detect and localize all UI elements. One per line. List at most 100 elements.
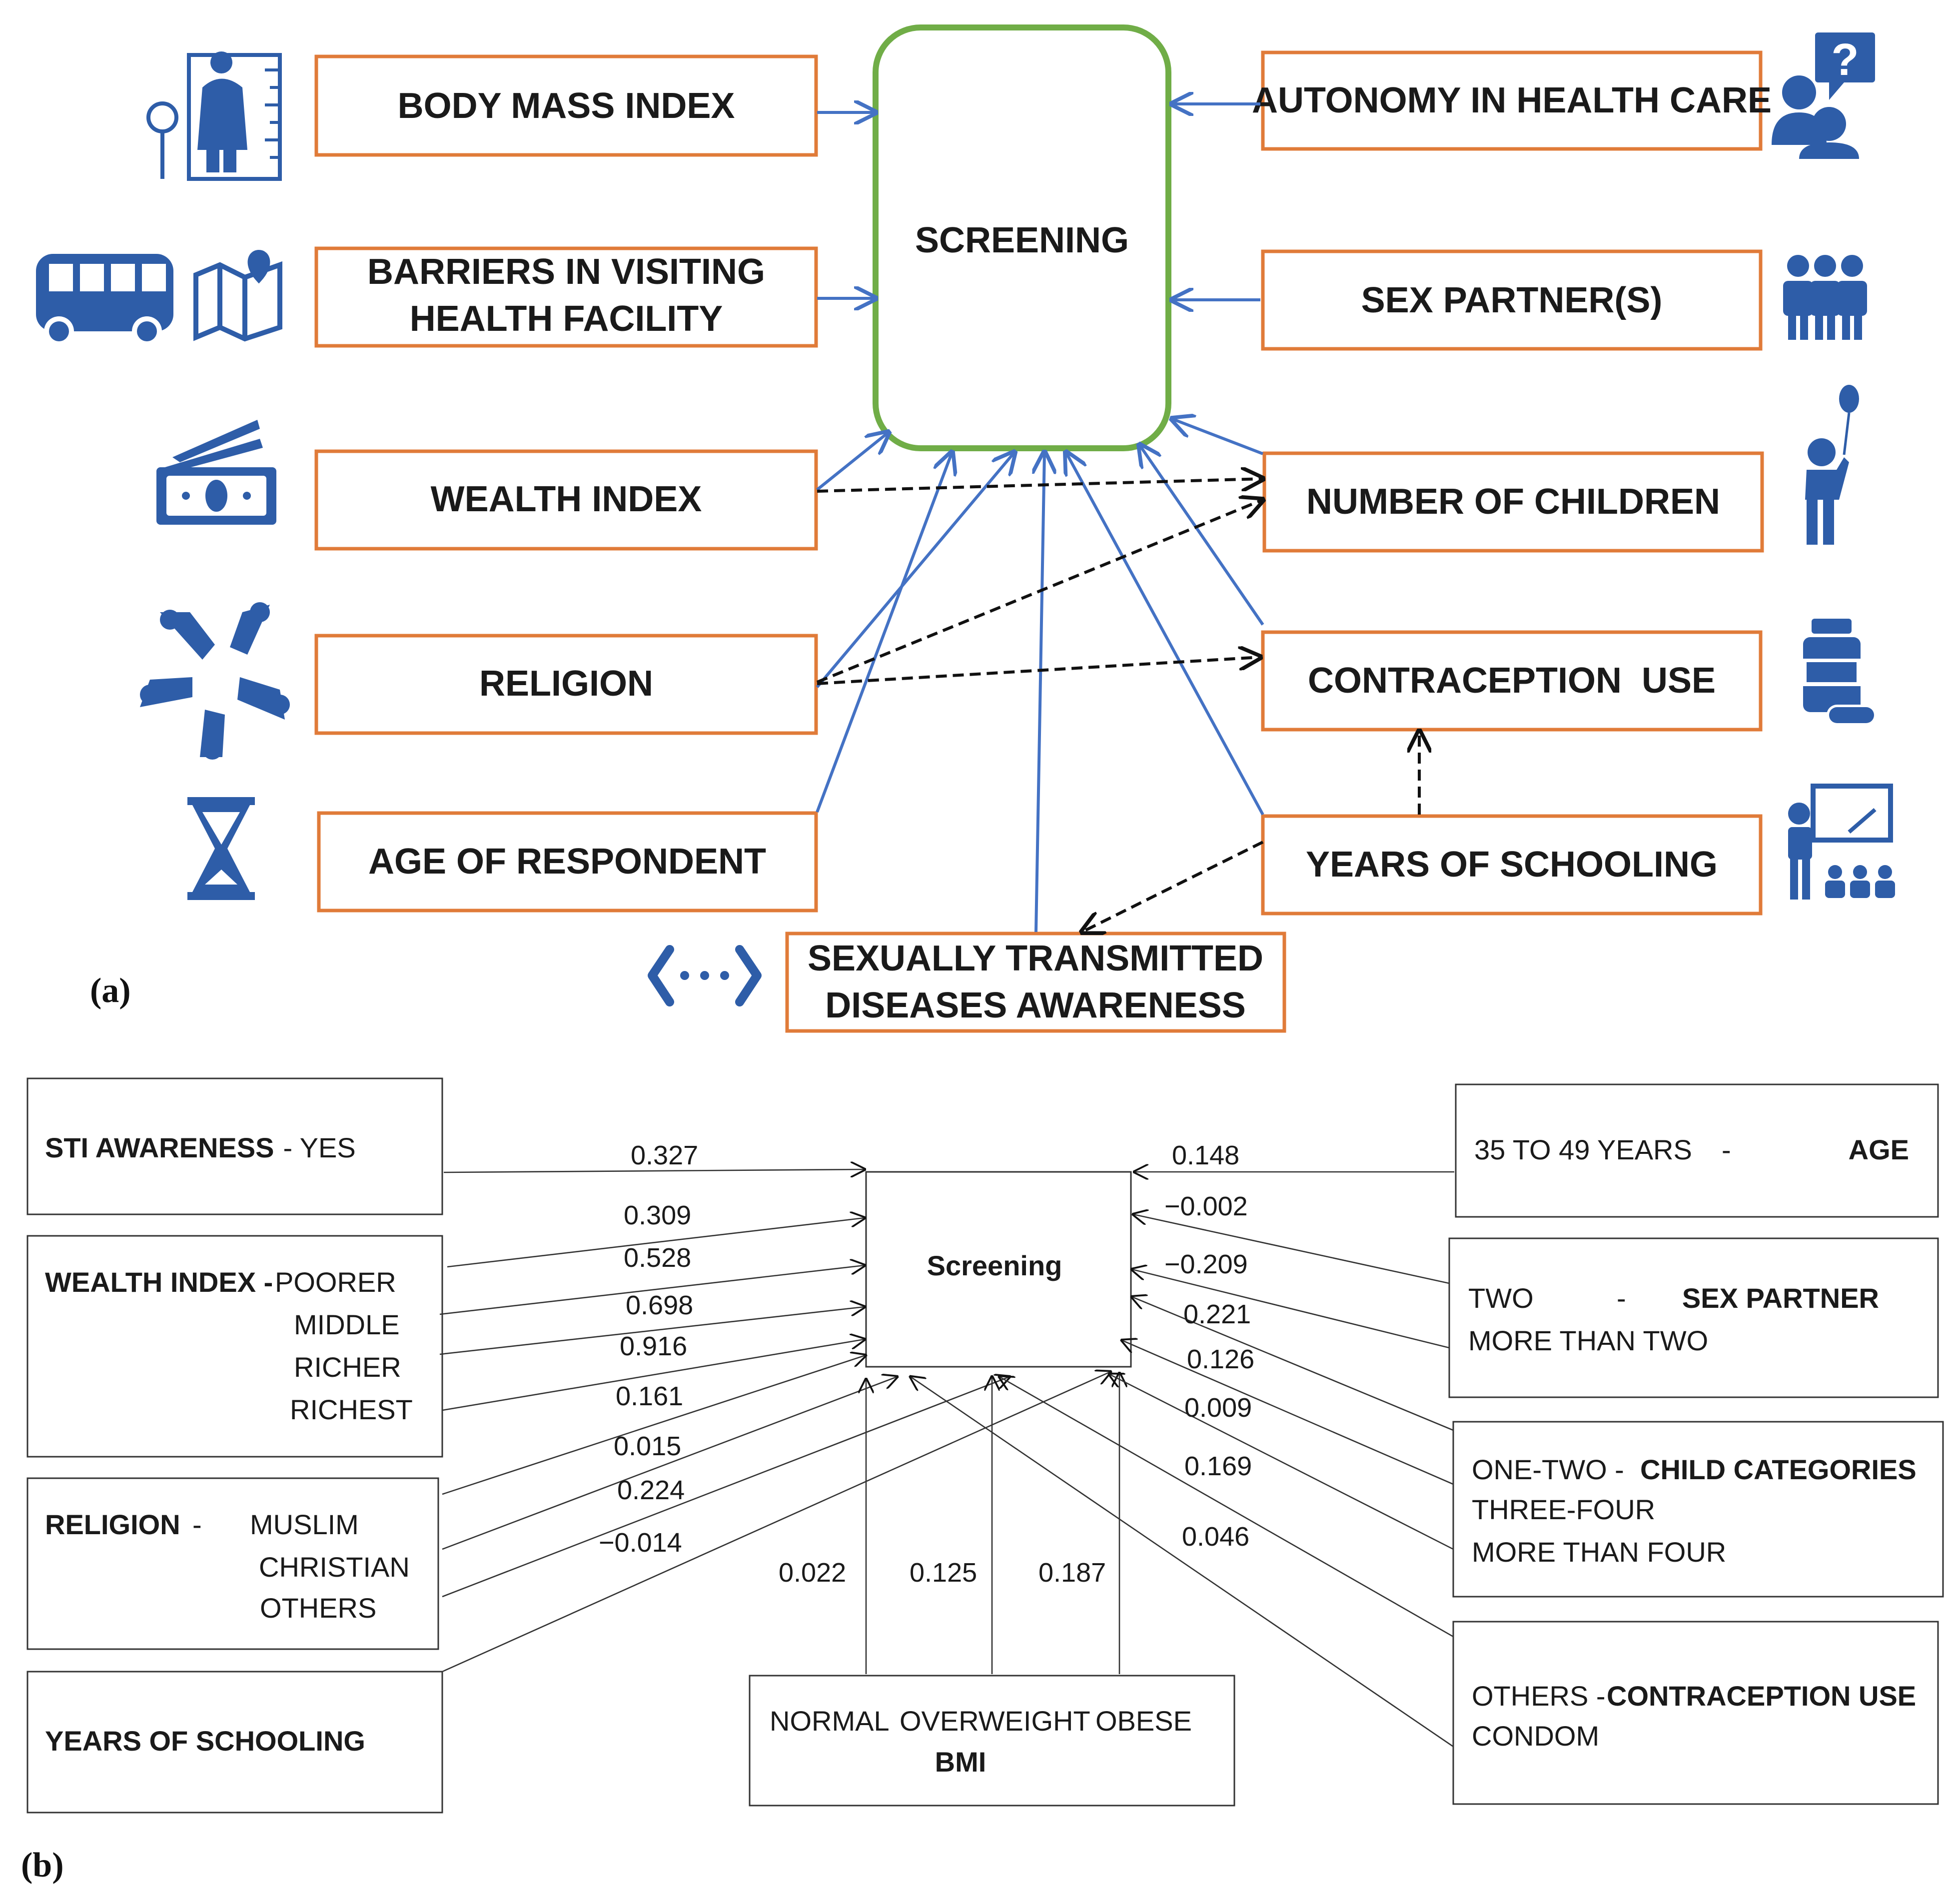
svg-text:-: - xyxy=(1617,1282,1626,1314)
question-people-icon: ? xyxy=(1772,32,1875,159)
svg-text:OTHERS: OTHERS xyxy=(260,1592,376,1624)
svg-text:CONDOM: CONDOM xyxy=(1472,1720,1599,1752)
svg-text:0.126: 0.126 xyxy=(1187,1344,1254,1374)
svg-text:TWO: TWO xyxy=(1468,1282,1534,1314)
b-arrows xyxy=(439,1169,1454,1748)
svg-text:CHILD CATEGORIES: CHILD CATEGORIES xyxy=(1640,1454,1917,1485)
svg-text:0.148: 0.148 xyxy=(1172,1140,1239,1170)
svg-text:0.528: 0.528 xyxy=(624,1243,691,1273)
box-wealth: WEALTH INDEX xyxy=(314,449,818,551)
svg-text:RICHER: RICHER xyxy=(294,1351,401,1383)
svg-text:0.125: 0.125 xyxy=(910,1558,977,1588)
svg-text:−0.014: −0.014 xyxy=(599,1528,682,1558)
svg-text:AGE: AGE xyxy=(1849,1134,1909,1165)
svg-text:SEX PARTNER(S): SEX PARTNER(S) xyxy=(1361,280,1663,320)
box-bmi: BODY MASS INDEX xyxy=(314,54,818,157)
svg-text:0.169: 0.169 xyxy=(1184,1451,1252,1481)
panel-a: SCREENING BODY MASS INDEX BARRIERS IN VI… xyxy=(36,24,1895,1033)
hands-icon xyxy=(140,602,290,760)
svg-text:MORE THAN TWO: MORE THAN TWO xyxy=(1468,1325,1708,1356)
svg-text:NORMAL: NORMAL xyxy=(770,1705,890,1737)
svg-text:OTHERS -: OTHERS - xyxy=(1472,1680,1606,1712)
svg-text:0.221: 0.221 xyxy=(1183,1299,1251,1329)
panel-a-label: (a) xyxy=(90,971,131,1010)
svg-text:NUMBER OF CHILDREN: NUMBER OF CHILDREN xyxy=(1306,482,1720,522)
svg-text:SEXUALLY TRANSMITTED: SEXUALLY TRANSMITTED xyxy=(808,939,1263,978)
solid-arrows xyxy=(816,104,1264,933)
map-pin-icon xyxy=(193,249,282,342)
body-scale-icon xyxy=(146,51,282,181)
center-screening-label: SCREENING xyxy=(915,220,1129,260)
b-box-wealth: WEALTH INDEX - POORER MIDDLE RICHER RICH… xyxy=(26,1235,443,1458)
svg-text:0.015: 0.015 xyxy=(614,1431,681,1461)
svg-text:0.327: 0.327 xyxy=(631,1140,698,1170)
child-balloon-icon xyxy=(1805,385,1859,545)
svg-text:0.698: 0.698 xyxy=(626,1290,693,1320)
box-autonomy: AUTONOMY IN HEALTH CARE xyxy=(1252,50,1772,151)
pill-bottle-icon xyxy=(1803,619,1877,726)
svg-text:POORER: POORER xyxy=(275,1266,396,1298)
panel-b-label: (b) xyxy=(21,1846,64,1885)
svg-text:35 TO 49 YEARS: 35 TO 49 YEARS xyxy=(1474,1134,1692,1165)
box-barriers: BARRIERS IN VISITING HEALTH FACILITY xyxy=(314,246,818,348)
svg-text:-: - xyxy=(192,1509,202,1540)
svg-text:THREE-FOUR: THREE-FOUR xyxy=(1472,1494,1655,1525)
b-box-age: 35 TO 49 YEARS - AGE xyxy=(1455,1083,1939,1218)
svg-text:−0.002: −0.002 xyxy=(1164,1191,1248,1221)
svg-text:AGE OF RESPONDENT: AGE OF RESPONDENT xyxy=(368,842,766,882)
network-icon xyxy=(648,945,762,1006)
b-center-label: Screening xyxy=(927,1250,1062,1281)
svg-text:DISEASES AWARENESS: DISEASES AWARENESS xyxy=(825,985,1246,1025)
b-center-box xyxy=(865,1171,1132,1368)
b-box-children: ONE-TWO - CHILD CATEGORIES THREE-FOUR MO… xyxy=(1452,1421,1944,1598)
svg-text:0.161: 0.161 xyxy=(616,1381,683,1411)
svg-text:STI AWARENESS- YES: STI AWARENESS- YES xyxy=(45,1132,356,1163)
b-box-schooling: YEARS OF SCHOOLING xyxy=(26,1671,443,1814)
b-coefficients: 0.327 0.309 0.528 0.698 0.916 0.161 0.01… xyxy=(599,1140,1254,1588)
svg-text:MIDDLE: MIDDLE xyxy=(294,1309,400,1340)
svg-text:CHRISTIAN: CHRISTIAN xyxy=(259,1551,410,1583)
svg-text:OVERWEIGHT: OVERWEIGHT xyxy=(900,1705,1090,1737)
svg-text:0.187: 0.187 xyxy=(1038,1558,1106,1588)
box-partners: SEX PARTNER(S) xyxy=(1261,249,1763,351)
box-age: AGE OF RESPONDENT xyxy=(317,811,818,913)
svg-text:0.046: 0.046 xyxy=(1182,1522,1249,1552)
svg-text:?: ? xyxy=(1832,35,1859,85)
svg-text:RELIGION: RELIGION xyxy=(45,1509,180,1540)
group-icon xyxy=(1783,255,1867,340)
svg-text:MORE THAN FOUR: MORE THAN FOUR xyxy=(1472,1536,1726,1568)
svg-text:0.309: 0.309 xyxy=(624,1200,691,1230)
box-schooling: YEARS OF SCHOOLING xyxy=(1261,814,1763,916)
svg-text:CONTRACEPTION USE: CONTRACEPTION USE xyxy=(1607,1680,1916,1712)
svg-text:RICHEST: RICHEST xyxy=(290,1394,413,1425)
panel-b: Screening STI AWARENESS- YES WEALTH INDE… xyxy=(21,1077,1944,1885)
svg-text:WEALTH INDEX: WEALTH INDEX xyxy=(431,479,702,519)
svg-text:CONTRACEPTION USE: CONTRACEPTION USE xyxy=(1308,661,1716,701)
svg-text:BODY MASS INDEX: BODY MASS INDEX xyxy=(398,86,735,126)
svg-text:YEARS OF SCHOOLING: YEARS OF SCHOOLING xyxy=(45,1725,365,1757)
b-box-bmi: NORMAL OVERWEIGHT OBESE BMI xyxy=(749,1675,1235,1807)
svg-text:WEALTH INDEX -: WEALTH INDEX - xyxy=(45,1266,273,1298)
b-box-sti: STI AWARENESS- YES xyxy=(26,1077,443,1215)
b-box-religion: RELIGION - MUSLIM CHRISTIAN OTHERS xyxy=(26,1477,439,1650)
svg-text:SEX PARTNER: SEX PARTNER xyxy=(1682,1282,1879,1314)
box-contraception: CONTRACEPTION USE xyxy=(1261,630,1763,732)
svg-text:0.224: 0.224 xyxy=(617,1475,685,1505)
svg-text:BMI: BMI xyxy=(935,1746,986,1778)
svg-text:RELIGION: RELIGION xyxy=(479,664,653,704)
svg-text:-: - xyxy=(1722,1134,1731,1165)
box-children: NUMBER OF CHILDREN xyxy=(1262,451,1764,553)
svg-text:0.916: 0.916 xyxy=(620,1331,687,1361)
box-std: SEXUALLY TRANSMITTED DISEASES AWARENESS xyxy=(785,932,1286,1033)
bus-icon xyxy=(36,254,173,346)
svg-text:AUTONOMY IN HEALTH CARE: AUTONOMY IN HEALTH CARE xyxy=(1252,80,1772,120)
svg-text:0.022: 0.022 xyxy=(779,1558,846,1588)
dashed-arrows xyxy=(816,479,1419,932)
box-religion: RELIGION xyxy=(314,634,818,735)
svg-text:BARRIERS IN VISITING: BARRIERS IN VISITING xyxy=(367,252,765,292)
svg-text:HEALTH FACILITY: HEALTH FACILITY xyxy=(410,299,723,339)
svg-text:OBESE: OBESE xyxy=(1095,1705,1192,1737)
hourglass-icon xyxy=(187,797,255,900)
